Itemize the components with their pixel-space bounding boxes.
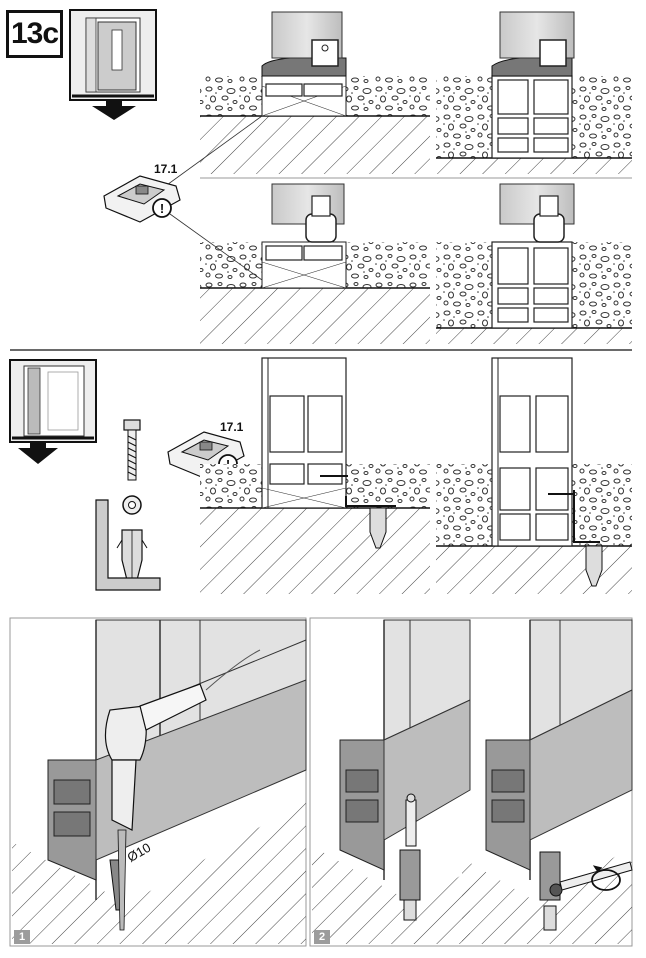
part-reference-label-middle: 17.1 <box>220 420 244 434</box>
panel-c1 <box>200 357 430 594</box>
scene-bolt-insert <box>312 619 471 944</box>
panel-b2 <box>436 183 632 344</box>
door-side-icon <box>9 359 97 464</box>
section-bottom <box>9 617 633 947</box>
part-reference-label-top: 17.1 <box>154 162 178 176</box>
washer <box>122 495 142 515</box>
panel-b1 <box>200 183 430 344</box>
svg-text:!: ! <box>160 201 164 216</box>
section-middle: ! <box>9 357 632 594</box>
substep-badge-2: 2 <box>314 930 330 944</box>
panel-c2 <box>436 357 632 594</box>
angle-bracket <box>95 499 161 591</box>
screw-bolt <box>123 419 141 481</box>
scene-screw-fixing <box>462 619 633 944</box>
scene-drilling <box>12 619 307 944</box>
section-top: ! <box>69 9 632 344</box>
step-number-badge: 13c <box>6 10 63 58</box>
substep-badge-1: 1 <box>14 930 30 944</box>
spacer-part-top: ! <box>103 115 263 281</box>
door-threshold-icon <box>69 9 157 120</box>
wall-plug <box>116 529 148 581</box>
panel-a2 <box>436 11 632 174</box>
panel-a1 <box>200 11 430 174</box>
